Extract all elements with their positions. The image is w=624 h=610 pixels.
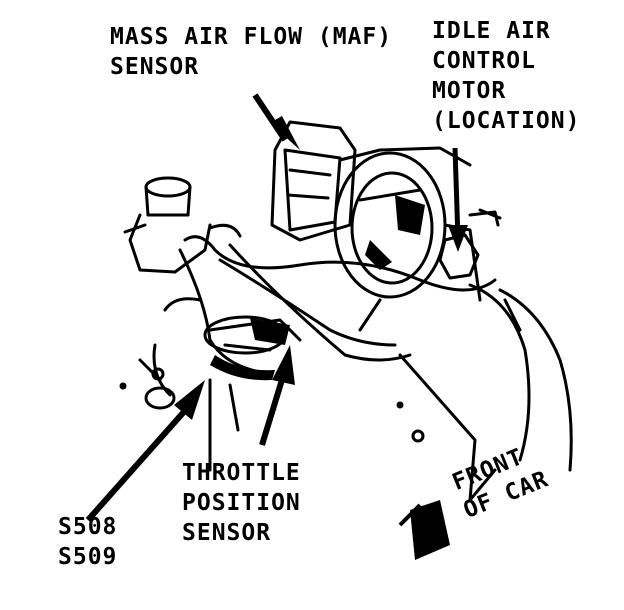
maf-label-line1: MASS AIR FLOW (MAF)	[110, 22, 392, 52]
maf-sensor-label: MASS AIR FLOW (MAF) SENSOR	[110, 22, 392, 82]
iac-label-line4: (LOCATION)	[432, 106, 580, 136]
iac-motor-label: IDLE AIR CONTROL MOTOR (LOCATION)	[432, 16, 580, 136]
splice-label-line2: S509	[58, 542, 117, 572]
maf-label-line2: SENSOR	[110, 52, 392, 82]
front-of-car-arrow-icon	[400, 500, 450, 560]
tps-label-line2: POSITION	[182, 488, 301, 518]
tps-leader-arrow	[262, 345, 295, 445]
iac-label-line2: CONTROL	[432, 46, 580, 76]
left-canister	[125, 178, 210, 272]
iac-label-line3: MOTOR	[432, 76, 580, 106]
tps-label-line1: THROTTLE	[182, 458, 301, 488]
iac-motor-assembly	[440, 210, 500, 278]
iac-label-line1: IDLE AIR	[432, 16, 580, 46]
tps-label-line3: SENSOR	[182, 518, 301, 548]
tps-label: THROTTLE POSITION SENSOR	[182, 458, 301, 548]
splice-label: S508 S509	[58, 512, 117, 572]
splice-label-line1: S508	[58, 512, 117, 542]
